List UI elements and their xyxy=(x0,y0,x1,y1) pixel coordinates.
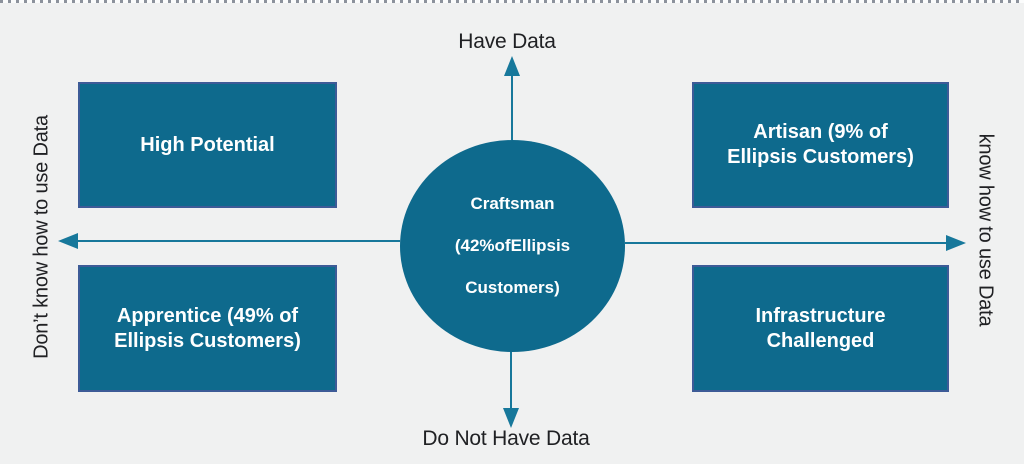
center-circle-line-1: Craftsman xyxy=(470,194,555,213)
left-arrow-icon xyxy=(58,233,400,249)
quadrant-label-artisan: Artisan (9% of Ellipsis Customers) xyxy=(727,121,914,168)
axis-label-have-data: Have Data xyxy=(458,30,556,53)
right-arrow-icon xyxy=(625,235,966,251)
quadrant-box-high-potential: High Potential xyxy=(78,82,337,208)
quadrant-label-high-potential: High Potential xyxy=(140,133,275,156)
quadrant-label-infrastructure-challenged: Infrastructure Challenged xyxy=(755,304,886,352)
quadrant-box-artisan: Artisan (9% of Ellipsis Customers) xyxy=(692,82,949,208)
axis-label-dont-know-how-to-use-data: Don’t know how to use Data xyxy=(30,115,53,359)
down-arrow-icon xyxy=(503,352,519,428)
quadrant-label-apprentice: Apprentice (49% of Ellipsis Customers) xyxy=(114,304,301,352)
top-dashed-border xyxy=(0,0,1024,3)
center-circle-line-2: (42%ofEllipsis xyxy=(454,236,571,255)
center-circle-line-3: Customers) xyxy=(465,278,560,297)
axis-label-do-not-have-data: Do Not Have Data xyxy=(422,427,590,450)
quadrant-box-infrastructure-challenged: Infrastructure Challenged xyxy=(692,265,949,392)
axis-label-know-how-to-use-data: know how to use Data xyxy=(974,133,997,327)
center-circle-craftsman: Craftsman (42%ofEllipsis Customers) xyxy=(400,140,625,352)
quadrant-box-apprentice: Apprentice (49% of Ellipsis Customers) xyxy=(78,265,337,392)
up-arrow-icon xyxy=(504,56,520,140)
